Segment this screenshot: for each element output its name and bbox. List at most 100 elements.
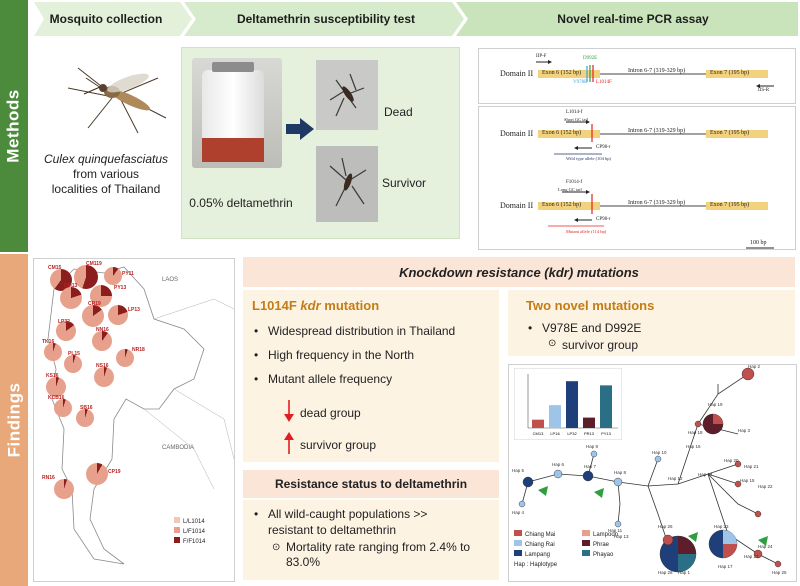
hap-label-17: Hap 17 <box>718 564 733 569</box>
bar-label-cm13: CM13 <box>533 431 544 436</box>
survivor-mosquito-photo <box>316 146 378 222</box>
resistance-title-band: Resistance status to deltamethrin <box>243 470 499 498</box>
hap-note: Hap : Haplotype <box>514 562 558 568</box>
pcr-short-gc: Short GC tail <box>564 117 589 122</box>
step-susceptibility-test: Deltamethrin susceptibility test <box>236 12 416 26</box>
hap-label-24: Hap 24 <box>758 544 773 549</box>
bar-lp32 <box>566 381 578 428</box>
map-label-cr19: CR19 <box>88 301 101 307</box>
novel-sub-bullet: ⊙ survivor group <box>548 338 639 352</box>
pcr-exon6-2: Exon 6 (152 bp) <box>542 130 582 136</box>
legend-lampoon: Lampoon <box>593 532 619 538</box>
pcr-wild-allele: Wild type allele (104 bp) <box>566 156 612 161</box>
novel-title: Two novel mutations <box>526 298 655 313</box>
legend-phayao: Phayao <box>593 552 614 558</box>
map-label-nr18: NR18 <box>132 347 145 353</box>
hap-label-21: Hap 21 <box>744 464 759 469</box>
bar-label-lp32: LP32 <box>567 431 577 436</box>
hap-label-5: Hap 5 <box>512 468 525 473</box>
methods-label-text: Methods <box>4 89 24 163</box>
pcr-iip-f: IIP-F <box>536 54 547 59</box>
pcr-exon6-1: Exon 6 (152 bp) <box>542 70 582 76</box>
pcr-intron-3: Intron 6-7 (319-329 bp) <box>628 200 686 206</box>
pcr-exon7-3: Exon 7 (195 bp) <box>710 202 750 208</box>
bar-pr13 <box>583 417 595 428</box>
pcr-schematic-panel-2 <box>478 106 796 250</box>
hap-label-3: Hap 3 <box>738 428 751 433</box>
kdr-title-band: Knockdown resistance (kdr) mutations <box>243 257 795 287</box>
up-arrow-icon <box>284 432 294 454</box>
legend-ll: L/L1014 <box>183 519 205 525</box>
l1014f-title: L1014F kdr mutation <box>252 298 379 313</box>
kdr-title-post: ) mutations <box>568 264 639 280</box>
map-pie-sb16 <box>76 409 94 427</box>
mortality-sub-bullet: ⊙ Mortality rate ranging from 2.4% to 83… <box>272 540 471 569</box>
hap-label-28: Hap 28 <box>658 570 673 575</box>
map-pie-nr18 <box>116 349 134 367</box>
species-name: Culex quinquefasciatus <box>43 152 169 166</box>
hap-label-22: Hap 22 <box>758 484 773 489</box>
hap-label-23: Hap 23 <box>714 524 729 529</box>
hap-label-25: Hap 25 <box>772 570 787 575</box>
hap-label-14: Hap 14 <box>698 472 713 477</box>
legend-ff: F/F1014 <box>183 539 206 545</box>
map-pie-rn16 <box>54 479 74 499</box>
pcr-exon7-1: Exon 7 (195 bp) <box>710 70 750 76</box>
pcr-exon7-2: Exon 7 (195 bp) <box>710 130 750 136</box>
map-cambodia-label: CAMBODIA <box>162 445 195 451</box>
pcr-schematic-panel <box>478 48 796 104</box>
novel-bullets: V978E and D992E <box>526 320 766 336</box>
bar-label-py13: PY13 <box>601 431 612 436</box>
l1014f-bullets: Widespread distribution in Thailand High… <box>252 323 492 387</box>
dead-mosquito-photo <box>316 60 378 130</box>
hap-label-11: Hap 11 <box>608 528 623 533</box>
pcr-cp98-r-2: CP98-r <box>596 217 611 222</box>
map-pie-py11 <box>104 267 122 285</box>
hap-label-12: Hap 12 <box>668 476 683 481</box>
hap-label-4: Hap 4 <box>512 510 525 515</box>
map-label-ns16: NS16 <box>96 363 109 369</box>
hap-label-16: Hap 16 <box>686 444 701 449</box>
step-mosquito-collection: Mosquito collection <box>49 12 163 26</box>
map-label-sb16: SB16 <box>80 405 93 411</box>
mortality-sub-text: Mortality rate ranging from 2.4% to 83.0… <box>286 540 471 569</box>
resistance-bullets: All wild-caught populations >> resistant… <box>252 506 472 538</box>
findings-side-label: Findings <box>0 254 28 586</box>
methods-side-label: Methods <box>0 0 28 252</box>
map-label-py11: PY11 <box>122 271 134 277</box>
legend-lf: L/F1014 <box>183 529 206 535</box>
survivor-group-label: survivor group <box>300 438 377 452</box>
novel-sub-text: survivor group <box>562 338 639 352</box>
map-pie-nn16 <box>92 331 112 351</box>
map-pie-cm15 <box>50 269 72 291</box>
hap-label-18: Hap 18 <box>688 430 703 435</box>
hap-label-27: Hap 27 <box>744 554 759 559</box>
pcr-cp98-r-1: CP98-r <box>596 145 611 150</box>
legend-phrae: Phrae <box>593 542 610 548</box>
map-label-rn16: RN16 <box>42 475 55 481</box>
dead-label: Dead <box>384 105 413 119</box>
legend-chiang-mai: Chiang Mai <box>525 532 556 538</box>
pcr-f1014-f-primer: F1014-f <box>566 180 583 185</box>
bar-cm13 <box>532 419 544 428</box>
map-label-kcb16: KCB16 <box>48 395 65 401</box>
right-arrow-icon <box>286 118 314 140</box>
survivor-label: Survivor <box>382 176 427 190</box>
l1014f-title-pre: L1014F <box>252 298 301 313</box>
legend-chiang-rai: Chiang Rai <box>525 542 555 548</box>
pcr-scale-label: 100 bp <box>750 240 767 246</box>
l1014f-title-kdr: kdr <box>300 298 321 313</box>
kdr-title-pre: Knockdown resistance ( <box>399 264 549 280</box>
map-label-cm15: CM15 <box>48 265 62 271</box>
map-laos-label: LAOS <box>162 277 179 283</box>
hap-label-7: Hap 7 <box>584 464 597 469</box>
map-label-nn16: NN16 <box>96 327 109 333</box>
pcr-d992e: D992E <box>583 56 598 61</box>
map-label-ks16: KS16 <box>46 373 59 379</box>
haplotype-network <box>518 367 782 573</box>
map-pie-cr19 <box>82 305 104 327</box>
bar-py13 <box>600 385 612 428</box>
l1014f-title-post: mutation <box>320 298 380 313</box>
